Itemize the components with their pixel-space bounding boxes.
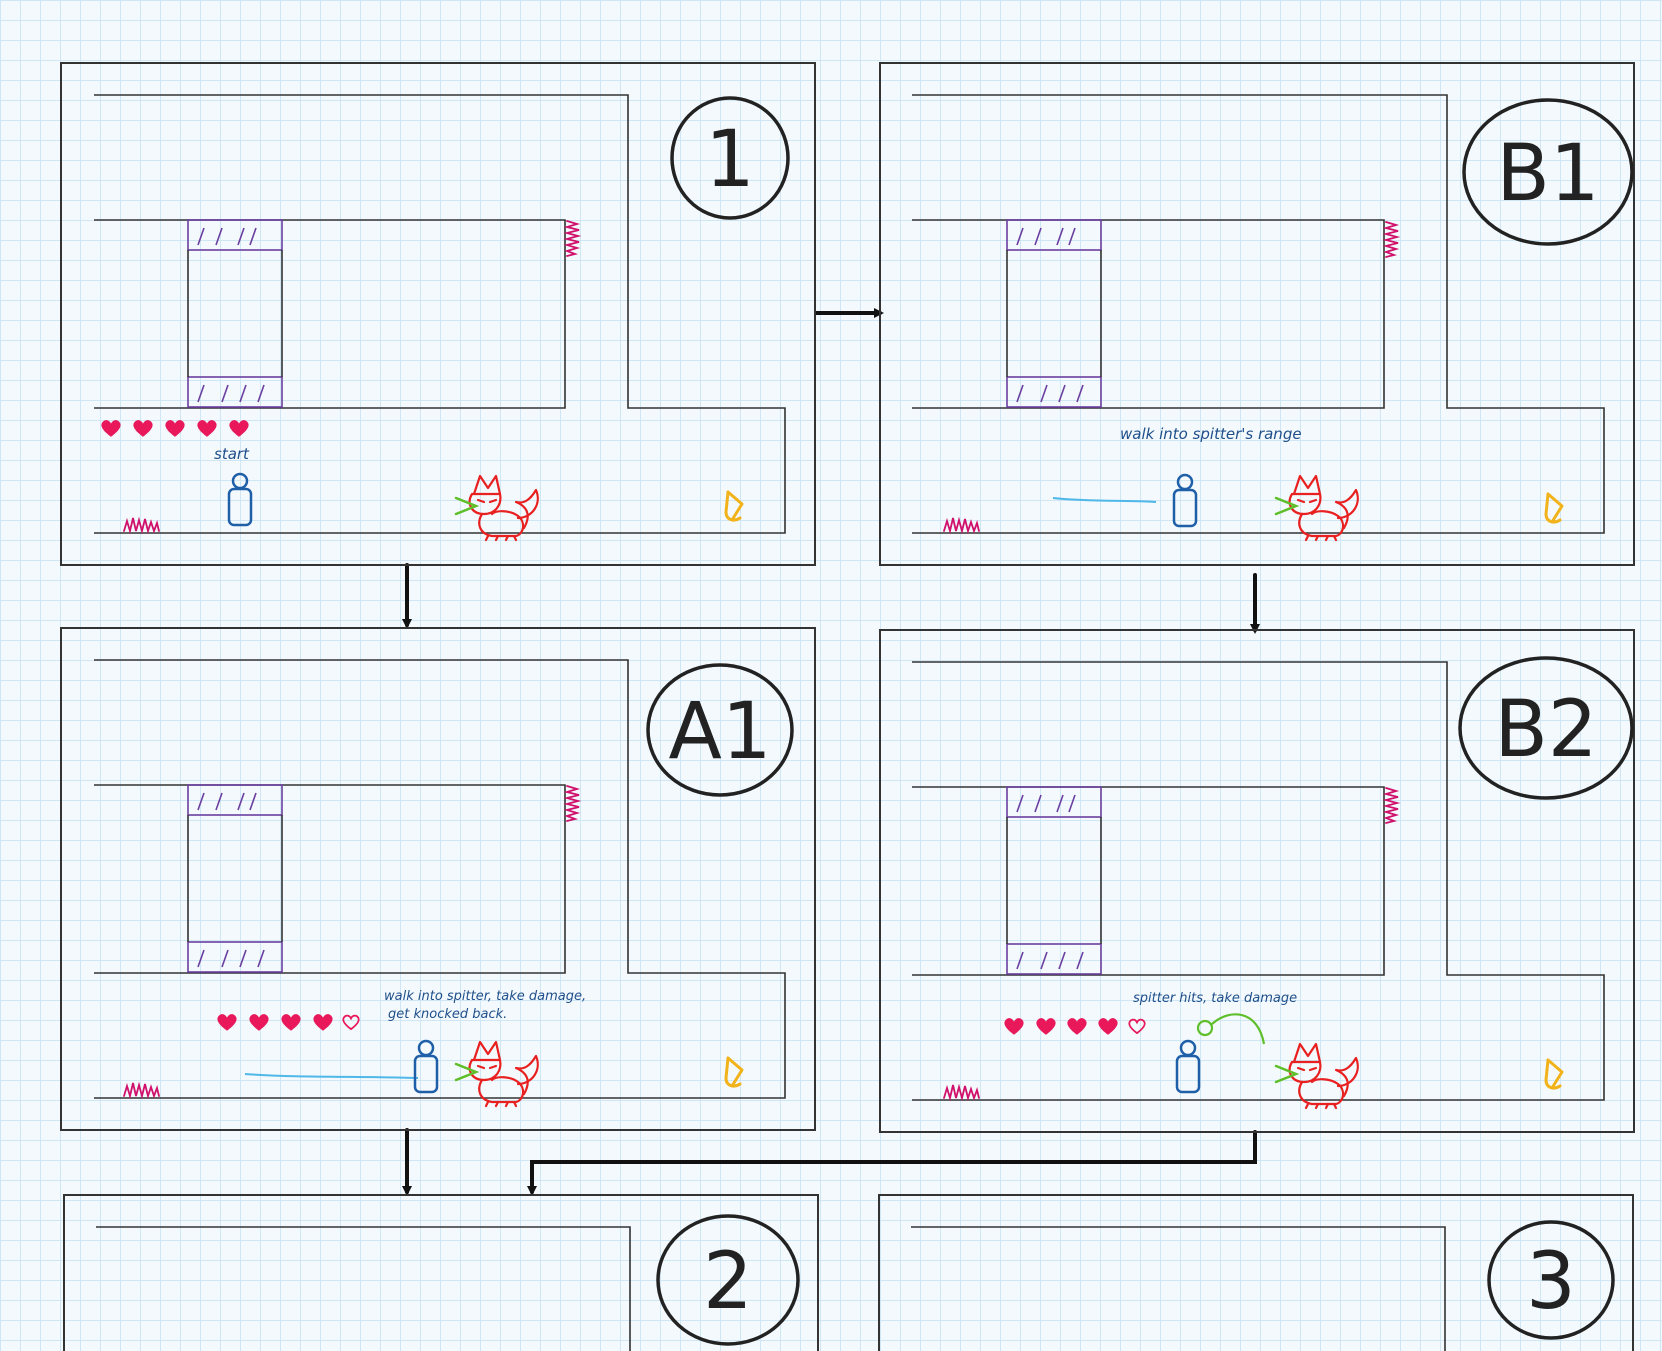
level-outline [94, 94, 786, 534]
spit-icon [1274, 496, 1298, 516]
level-outline [912, 661, 1605, 1101]
heart-icon [133, 420, 153, 437]
panel-label: B2 [1494, 685, 1597, 775]
heart-empty-icon [1128, 1018, 1146, 1034]
spitter-fox-icon [1288, 474, 1359, 542]
goal-icon [724, 1056, 744, 1088]
panel-3: 3 [878, 1194, 1634, 1351]
grass-spikes-icon [943, 517, 980, 532]
grass-spikes-icon [123, 1082, 160, 1097]
goal-icon [724, 490, 744, 522]
level-outline [911, 1226, 1446, 1351]
dash-trail [244, 1073, 419, 1079]
spitter-fox-icon [468, 1040, 539, 1108]
heart-icon [217, 1014, 237, 1031]
heart-icon [1067, 1018, 1087, 1035]
player-icon [227, 472, 253, 527]
panel-label: B1 [1496, 129, 1599, 219]
flow-arrows [402, 308, 1260, 1196]
panel-a1: walk into spitter, take damage, get knoc… [60, 627, 816, 1131]
level-outline [96, 1226, 631, 1351]
panel-1: start 1 [60, 62, 816, 566]
door-hatch-icon [187, 784, 283, 973]
player-icon [413, 1039, 439, 1094]
note-knockback-1: walk into spitter, take damage, [384, 989, 586, 1004]
grass-spikes-icon [1385, 221, 1399, 258]
heart-icon [281, 1014, 301, 1031]
heart-icon [229, 420, 249, 437]
hearts [217, 1014, 360, 1031]
heart-icon [313, 1014, 333, 1031]
heart-icon [165, 420, 185, 437]
grass-spikes-icon [123, 517, 160, 532]
heart-icon [197, 420, 217, 437]
grass-spikes-icon [1385, 787, 1399, 824]
panel-label: 3 [1526, 1237, 1576, 1327]
spit-icon [454, 1062, 478, 1082]
panel-label: 1 [705, 115, 755, 205]
heart-icon [1036, 1018, 1056, 1035]
heart-icon [249, 1014, 269, 1031]
panel-label: A1 [669, 687, 772, 777]
player-icon [1175, 1039, 1201, 1094]
spitter-fox-icon [468, 474, 539, 542]
panel-b2: spitter hits, take damage B2 [879, 629, 1635, 1133]
grass-spikes-icon [566, 220, 580, 257]
hearts [1004, 1018, 1146, 1035]
grass-spikes-icon [566, 785, 580, 822]
goal-icon [1544, 1058, 1564, 1090]
grass-spikes-icon [943, 1084, 980, 1099]
panel-2: 2 [63, 1194, 819, 1351]
heart-icon [1004, 1018, 1024, 1035]
spit-projectile-arc [1196, 1013, 1266, 1045]
note-spitter-hits: spitter hits, take damage [1133, 991, 1297, 1006]
door-hatch-icon [1006, 219, 1102, 408]
note-walk-range: walk into spitter's range [1120, 425, 1302, 443]
note-knockback-2: get knocked back. [388, 1007, 507, 1022]
player-icon [1172, 473, 1198, 528]
dash-trail [1052, 497, 1157, 503]
level-outline [94, 659, 786, 1099]
heart-icon [101, 420, 121, 437]
door-hatch-icon [187, 219, 283, 408]
door-hatch-icon [1006, 786, 1102, 975]
note-start: start [214, 445, 250, 463]
spit-icon [1274, 1064, 1298, 1084]
heart-icon [1098, 1018, 1118, 1035]
hearts [101, 420, 249, 437]
heart-empty-icon [342, 1014, 360, 1030]
spit-icon [454, 496, 478, 516]
level-outline [912, 94, 1605, 534]
goal-icon [1544, 492, 1564, 524]
panel-b1: walk into spitter's range B1 [879, 62, 1635, 566]
spitter-fox-icon [1288, 1042, 1359, 1110]
panel-label: 2 [703, 1237, 753, 1327]
arrow-b2-to-2 [527, 1130, 1257, 1196]
